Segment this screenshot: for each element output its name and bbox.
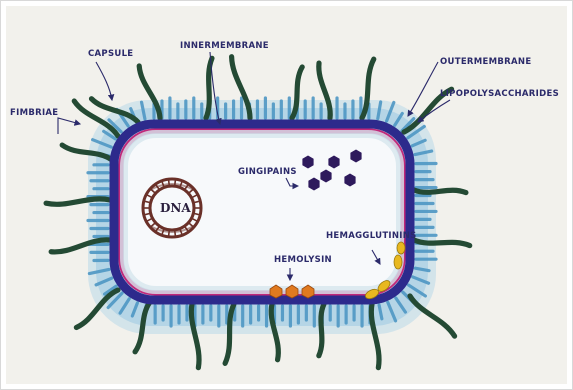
- outermembrane-label: OUTERMEMBRANE: [440, 57, 531, 67]
- fimbriae-label: FIMBRIAE: [10, 108, 58, 118]
- outermembrane-arrow: [408, 62, 438, 116]
- fimbria-strand: [319, 304, 324, 356]
- hemagglutinin-icon: [394, 255, 402, 269]
- hemagglutinin-icon: [397, 242, 405, 254]
- dna-label: DNA: [160, 201, 191, 215]
- gingipains-label: GINGIPAINS: [238, 167, 297, 177]
- hemagglutinins-label: HEMAGGLUTININS: [326, 231, 417, 241]
- hemolysin-icons: [270, 285, 314, 298]
- fimbria-strand: [414, 240, 470, 246]
- lipopolysaccharides-label: LIPOPOLYSACCHARIDES: [440, 89, 559, 99]
- capsule-label: CAPSULE: [88, 49, 133, 59]
- fimbria-strand: [414, 190, 466, 193]
- hemolysin-label: HEMOLYSIN: [274, 255, 332, 265]
- capsule-arrow: [96, 62, 112, 100]
- fimbriae-arrow: [58, 118, 80, 134]
- innermembrane-label: INNERMEMBRANE: [180, 41, 269, 51]
